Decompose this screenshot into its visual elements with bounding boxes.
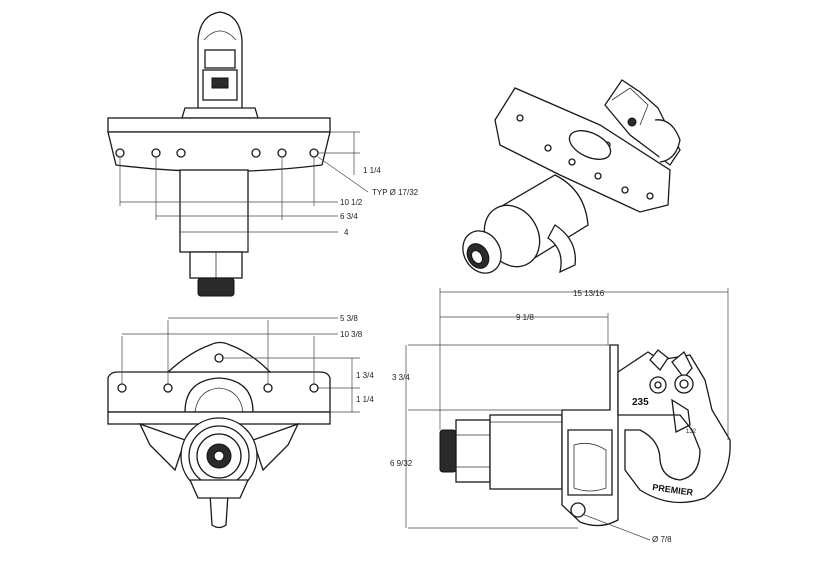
top-view: 5 3/8 10 3/8 1 3/4 1 1/4 <box>107 314 374 529</box>
isometric-view <box>462 79 681 274</box>
dim-dia-7-8: Ø 7/8 <box>652 535 672 544</box>
dim-1-1-4-front: 1 1/4 <box>363 166 381 175</box>
dim-6-3-4: 6 3/4 <box>340 212 358 221</box>
dim-5-3-8: 5 3/8 <box>340 314 358 323</box>
dim-10-1-2: 10 1/2 <box>340 198 363 207</box>
dim-9-1-8: 9 1/8 <box>516 313 534 322</box>
front-view: 10 1/2 6 3/4 4 1 1/4 TYP Ø 17/32 <box>107 11 419 297</box>
dim-3-3-4: 3 3/4 <box>392 373 410 382</box>
dim-15-13-16: 15 13/16 <box>573 289 605 298</box>
dim-1-1-4-top: 1 1/4 <box>356 395 374 404</box>
side-view: 235 132 PREMIER 15 13/16 9 1/8 3 3/4 6 9… <box>390 288 731 544</box>
dim-6-9-32: 6 9/32 <box>390 459 413 468</box>
rating-marking: 235 <box>632 397 649 408</box>
code-marking: 132 <box>686 429 697 435</box>
dim-1-3-4: 1 3/4 <box>356 371 374 380</box>
mounting-holes <box>115 148 319 158</box>
dim-10-3-8: 10 3/8 <box>340 330 363 339</box>
dim-4: 4 <box>344 228 349 237</box>
dim-hole-note: TYP Ø 17/32 <box>372 188 419 197</box>
